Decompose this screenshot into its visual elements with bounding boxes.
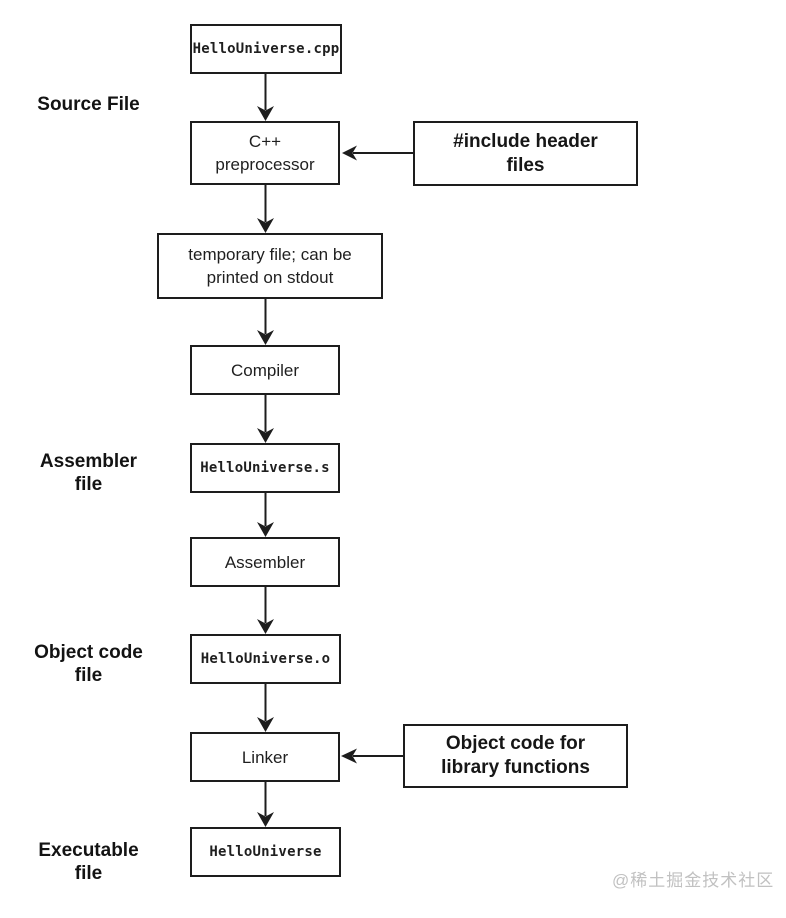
node-executable-file: HelloUniverse: [190, 827, 341, 877]
arrow-preprocessor-to-tempfile: [257, 185, 274, 233]
node-compiler: Compiler: [190, 345, 340, 395]
node-object-file-o: HelloUniverse.o: [190, 634, 341, 684]
arrow-tempfile-to-compiler: [257, 299, 274, 345]
arrow-linker-to-executable: [257, 782, 274, 827]
node-assembler-file-s: HelloUniverse.s: [190, 443, 340, 493]
node-object-code-library: Object code for library functions: [403, 724, 628, 788]
node-assembler: Assembler: [190, 537, 340, 587]
arrow-include-to-preprocessor: [342, 145, 413, 161]
node-linker: Linker: [190, 732, 340, 782]
label-assembler-file: Assembler file: [39, 451, 138, 495]
arrow-compiler-to-asmfile: [257, 395, 274, 443]
arrow-asmfile-to-assembler: [257, 493, 274, 537]
label-executable-file: Executable file: [38, 840, 139, 884]
arrow-objlib-to-linker: [341, 748, 403, 764]
arrow-assembler-to-objfile: [257, 587, 274, 634]
arrow-cpp-to-preprocessor: [257, 74, 274, 121]
label-object-code-file: Object code file: [34, 642, 143, 686]
node-source-file-cpp: HelloUniverse.cpp: [190, 24, 342, 74]
arrow-objfile-to-linker: [257, 684, 274, 732]
node-temporary-file: temporary file; can be printed on stdout: [157, 233, 383, 299]
node-include-header-files: #include header files: [413, 121, 638, 186]
node-cpp-preprocessor: C++ preprocessor: [190, 121, 340, 185]
watermark: @稀土掘金技术社区: [612, 871, 775, 890]
label-source-file: Source File: [37, 94, 140, 115]
